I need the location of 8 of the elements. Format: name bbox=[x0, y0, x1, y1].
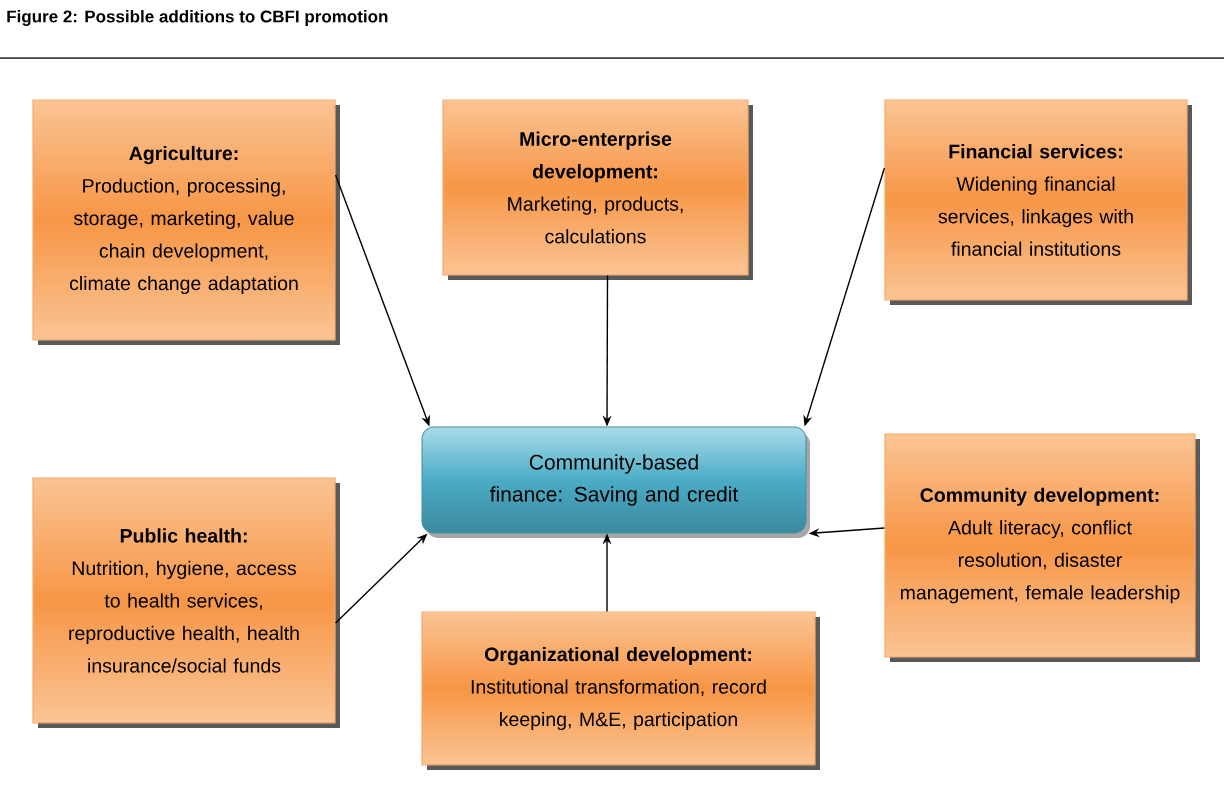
topic-box: Micro-enterprise development: Marketing, products, calculations bbox=[442, 99, 753, 280]
topic-box: Agriculture: Production, processing, storage, marketing, value chain development, climate change adaptation bbox=[32, 99, 340, 345]
topic-box: Organizational development: Institutional transformation, record keeping, M&E, participation bbox=[421, 611, 820, 770]
topic-box: Financial services: Widening financial services, linkages with financial institutions bbox=[884, 99, 1192, 305]
topic-box: Public health: Nutrition, hygiene, access to health services, reproductive health, health insurance/social funds bbox=[32, 477, 340, 728]
center-box: Community-based finance: Saving and credit bbox=[421, 426, 810, 538]
topic-box: Community development: Adult literacy, conflict resolution, disaster management, female leadership bbox=[884, 433, 1200, 662]
diagram-title: Figure 2: Possible additions to CBFI promotion bbox=[7, 10, 388, 26]
